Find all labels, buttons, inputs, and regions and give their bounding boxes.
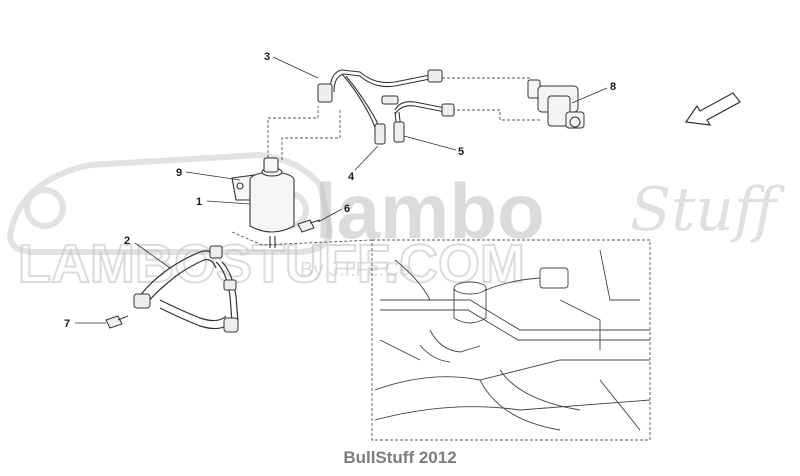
watermark-byline: By J.I.Fe.Co <box>300 259 410 281</box>
callout-3: 3 <box>264 51 270 63</box>
watermark: lambo Stuff LAMBOSTUFF.COM By J.I.Fe.Co <box>6 151 786 295</box>
callout-2: 2 <box>124 235 130 247</box>
watermark-site-text: LAMBOSTUFF.COM <box>18 234 525 294</box>
footer-credit: BullStuff 2012 <box>343 448 457 467</box>
callout-numbers: 1 2 3 4 5 6 7 8 9 <box>64 51 616 330</box>
installation-inset <box>374 249 651 431</box>
callout-1: 1 <box>196 196 202 208</box>
direction-arrow-icon <box>684 92 741 126</box>
watermark-script-text: Stuff <box>630 175 786 245</box>
leader-lines <box>75 56 608 324</box>
dashed-guide-lines <box>231 77 651 441</box>
callout-7: 7 <box>64 318 70 330</box>
callout-8: 8 <box>610 81 616 93</box>
callout-4: 4 <box>348 171 355 183</box>
callout-5: 5 <box>458 146 464 158</box>
callout-6: 6 <box>344 203 350 215</box>
canister-part-1 <box>231 157 295 248</box>
hose-clamps <box>133 245 239 333</box>
bolt-part-7 <box>105 315 129 329</box>
bolt-part-6 <box>297 219 321 233</box>
harness-connectors <box>317 69 455 145</box>
injector-part-8 <box>527 79 585 129</box>
callout-9: 9 <box>176 167 182 179</box>
hose-part-2 <box>139 250 239 330</box>
